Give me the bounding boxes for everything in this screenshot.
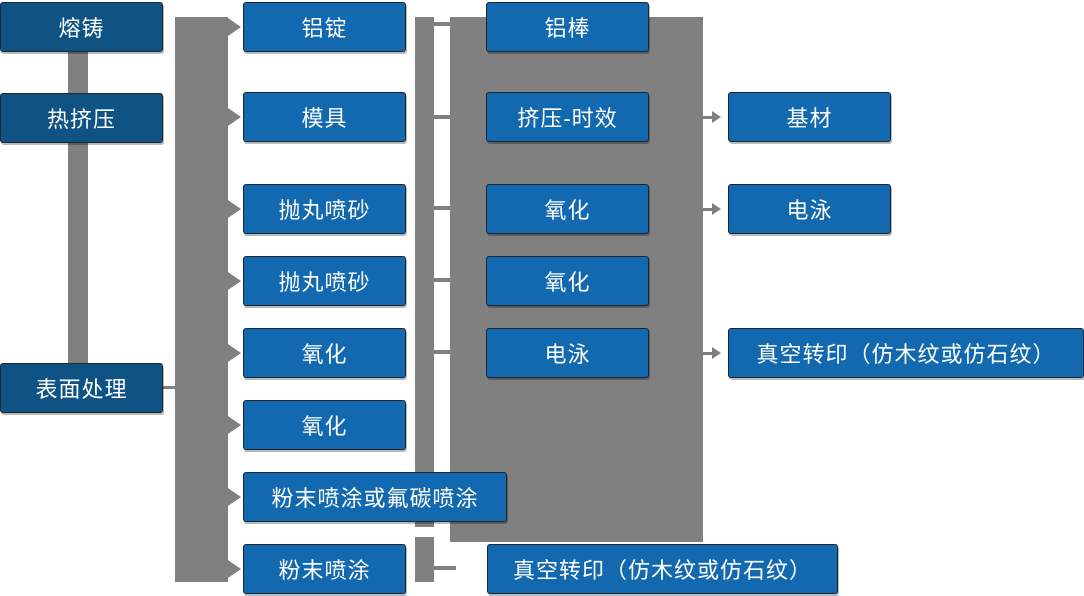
output-arrow-3 (712, 347, 721, 359)
step-box-aluminum-ingot[interactable]: 铝锭 (243, 2, 406, 52)
step-label-oxidation-2: 氧化 (301, 414, 348, 439)
process-box-electrophoresis[interactable]: 电泳 (486, 328, 649, 378)
step-label-aluminum-ingot: 铝锭 (301, 16, 348, 41)
process-label-extrusion-aging: 挤压-时效 (517, 106, 618, 131)
stage-box-extrusion[interactable]: 热挤压 (0, 93, 163, 143)
stage-spine-arrow-1 (69, 70, 87, 81)
step-label-oxidation-1: 氧化 (301, 342, 348, 367)
fanout-bar-main (175, 17, 228, 582)
step-box-shot-blasting-2[interactable]: 抛丸喷砂 (243, 256, 406, 306)
stage-spine-arrow-2 (69, 344, 87, 355)
process-box-oxidation-1[interactable]: 氧化 (486, 184, 649, 234)
process-box-extrusion-aging[interactable]: 挤压-时效 (486, 92, 649, 142)
collector-bar-left (415, 17, 434, 527)
step-label-powder-coating: 粉末喷涂 (278, 558, 371, 583)
fanout-arrow-3 (228, 200, 241, 218)
output-connector-2 (703, 208, 714, 211)
fanout-arrow-4 (228, 272, 241, 290)
process-label-vacuum-transfer: 真空转印（仿木纹或仿石纹） (512, 558, 812, 583)
fanout-arrow-6 (228, 416, 241, 434)
fanout-arrow-5 (228, 344, 241, 362)
step-box-shot-blasting-1[interactable]: 抛丸喷砂 (243, 184, 406, 234)
step-label-powder-or-fluorocarbon-coating: 粉末喷涂或氟碳喷涂 (271, 486, 479, 511)
bridge-tick-2 (434, 115, 456, 119)
output-arrow-1 (712, 111, 721, 123)
stage-box-surface-treatment[interactable]: 表面处理 (0, 363, 163, 413)
fanout-arrow-7 (228, 488, 241, 506)
step-box-powder-or-fluorocarbon-coating[interactable]: 粉末喷涂或氟碳喷涂 (243, 472, 507, 522)
stage-box-melting[interactable]: 熔铸 (0, 2, 163, 52)
step-label-shot-blasting-1: 抛丸喷砂 (278, 198, 371, 223)
bridge-tick-5 (434, 350, 456, 354)
output-box-vacuum-transfer[interactable]: 真空转印（仿木纹或仿石纹） (728, 328, 1084, 378)
step-label-shot-blasting-2: 抛丸喷砂 (278, 270, 371, 295)
step-box-oxidation-1[interactable]: 氧化 (243, 328, 406, 378)
stage-label-extrusion: 热挤压 (46, 107, 116, 132)
step-box-powder-coating[interactable]: 粉末喷涂 (243, 544, 406, 594)
bridge-tick-1 (434, 22, 456, 26)
step-box-mold[interactable]: 模具 (243, 92, 406, 142)
process-box-oxidation-2[interactable]: 氧化 (486, 256, 649, 306)
output-box-electrophoresis[interactable]: 电泳 (728, 184, 891, 234)
output-label-vacuum-transfer: 真空转印（仿木纹或仿石纹） (756, 342, 1056, 367)
output-connector-1 (703, 116, 714, 119)
process-box-aluminum-rod[interactable]: 铝棒 (486, 2, 649, 52)
process-label-aluminum-rod: 铝棒 (544, 16, 591, 41)
output-arrow-2 (712, 203, 721, 215)
bridge-tick-3 (434, 206, 456, 210)
step-label-mold: 模具 (301, 106, 348, 131)
output-box-substrate[interactable]: 基材 (728, 92, 891, 142)
surface-treatment-stub (163, 386, 179, 389)
output-label-substrate: 基材 (786, 106, 833, 131)
fanout-arrow-2 (228, 108, 241, 126)
process-box-vacuum-transfer[interactable]: 真空转印（仿木纹或仿石纹） (487, 544, 838, 594)
stage-label-melting: 熔铸 (58, 16, 105, 41)
stage-label-surface-treatment: 表面处理 (35, 377, 128, 402)
fanout-arrow-1 (228, 18, 241, 36)
process-label-oxidation-2: 氧化 (544, 270, 591, 295)
collector-bar-left-lower (415, 537, 434, 582)
output-connector-3 (703, 352, 714, 355)
step-box-oxidation-2[interactable]: 氧化 (243, 400, 406, 450)
fanout-arrow-8 (228, 560, 241, 578)
output-label-electrophoresis: 电泳 (786, 198, 833, 223)
bridge-tick-4 (434, 278, 456, 282)
process-label-electrophoresis: 电泳 (544, 342, 591, 367)
bridge-tick-6 (434, 566, 456, 570)
process-label-oxidation-1: 氧化 (544, 198, 591, 223)
